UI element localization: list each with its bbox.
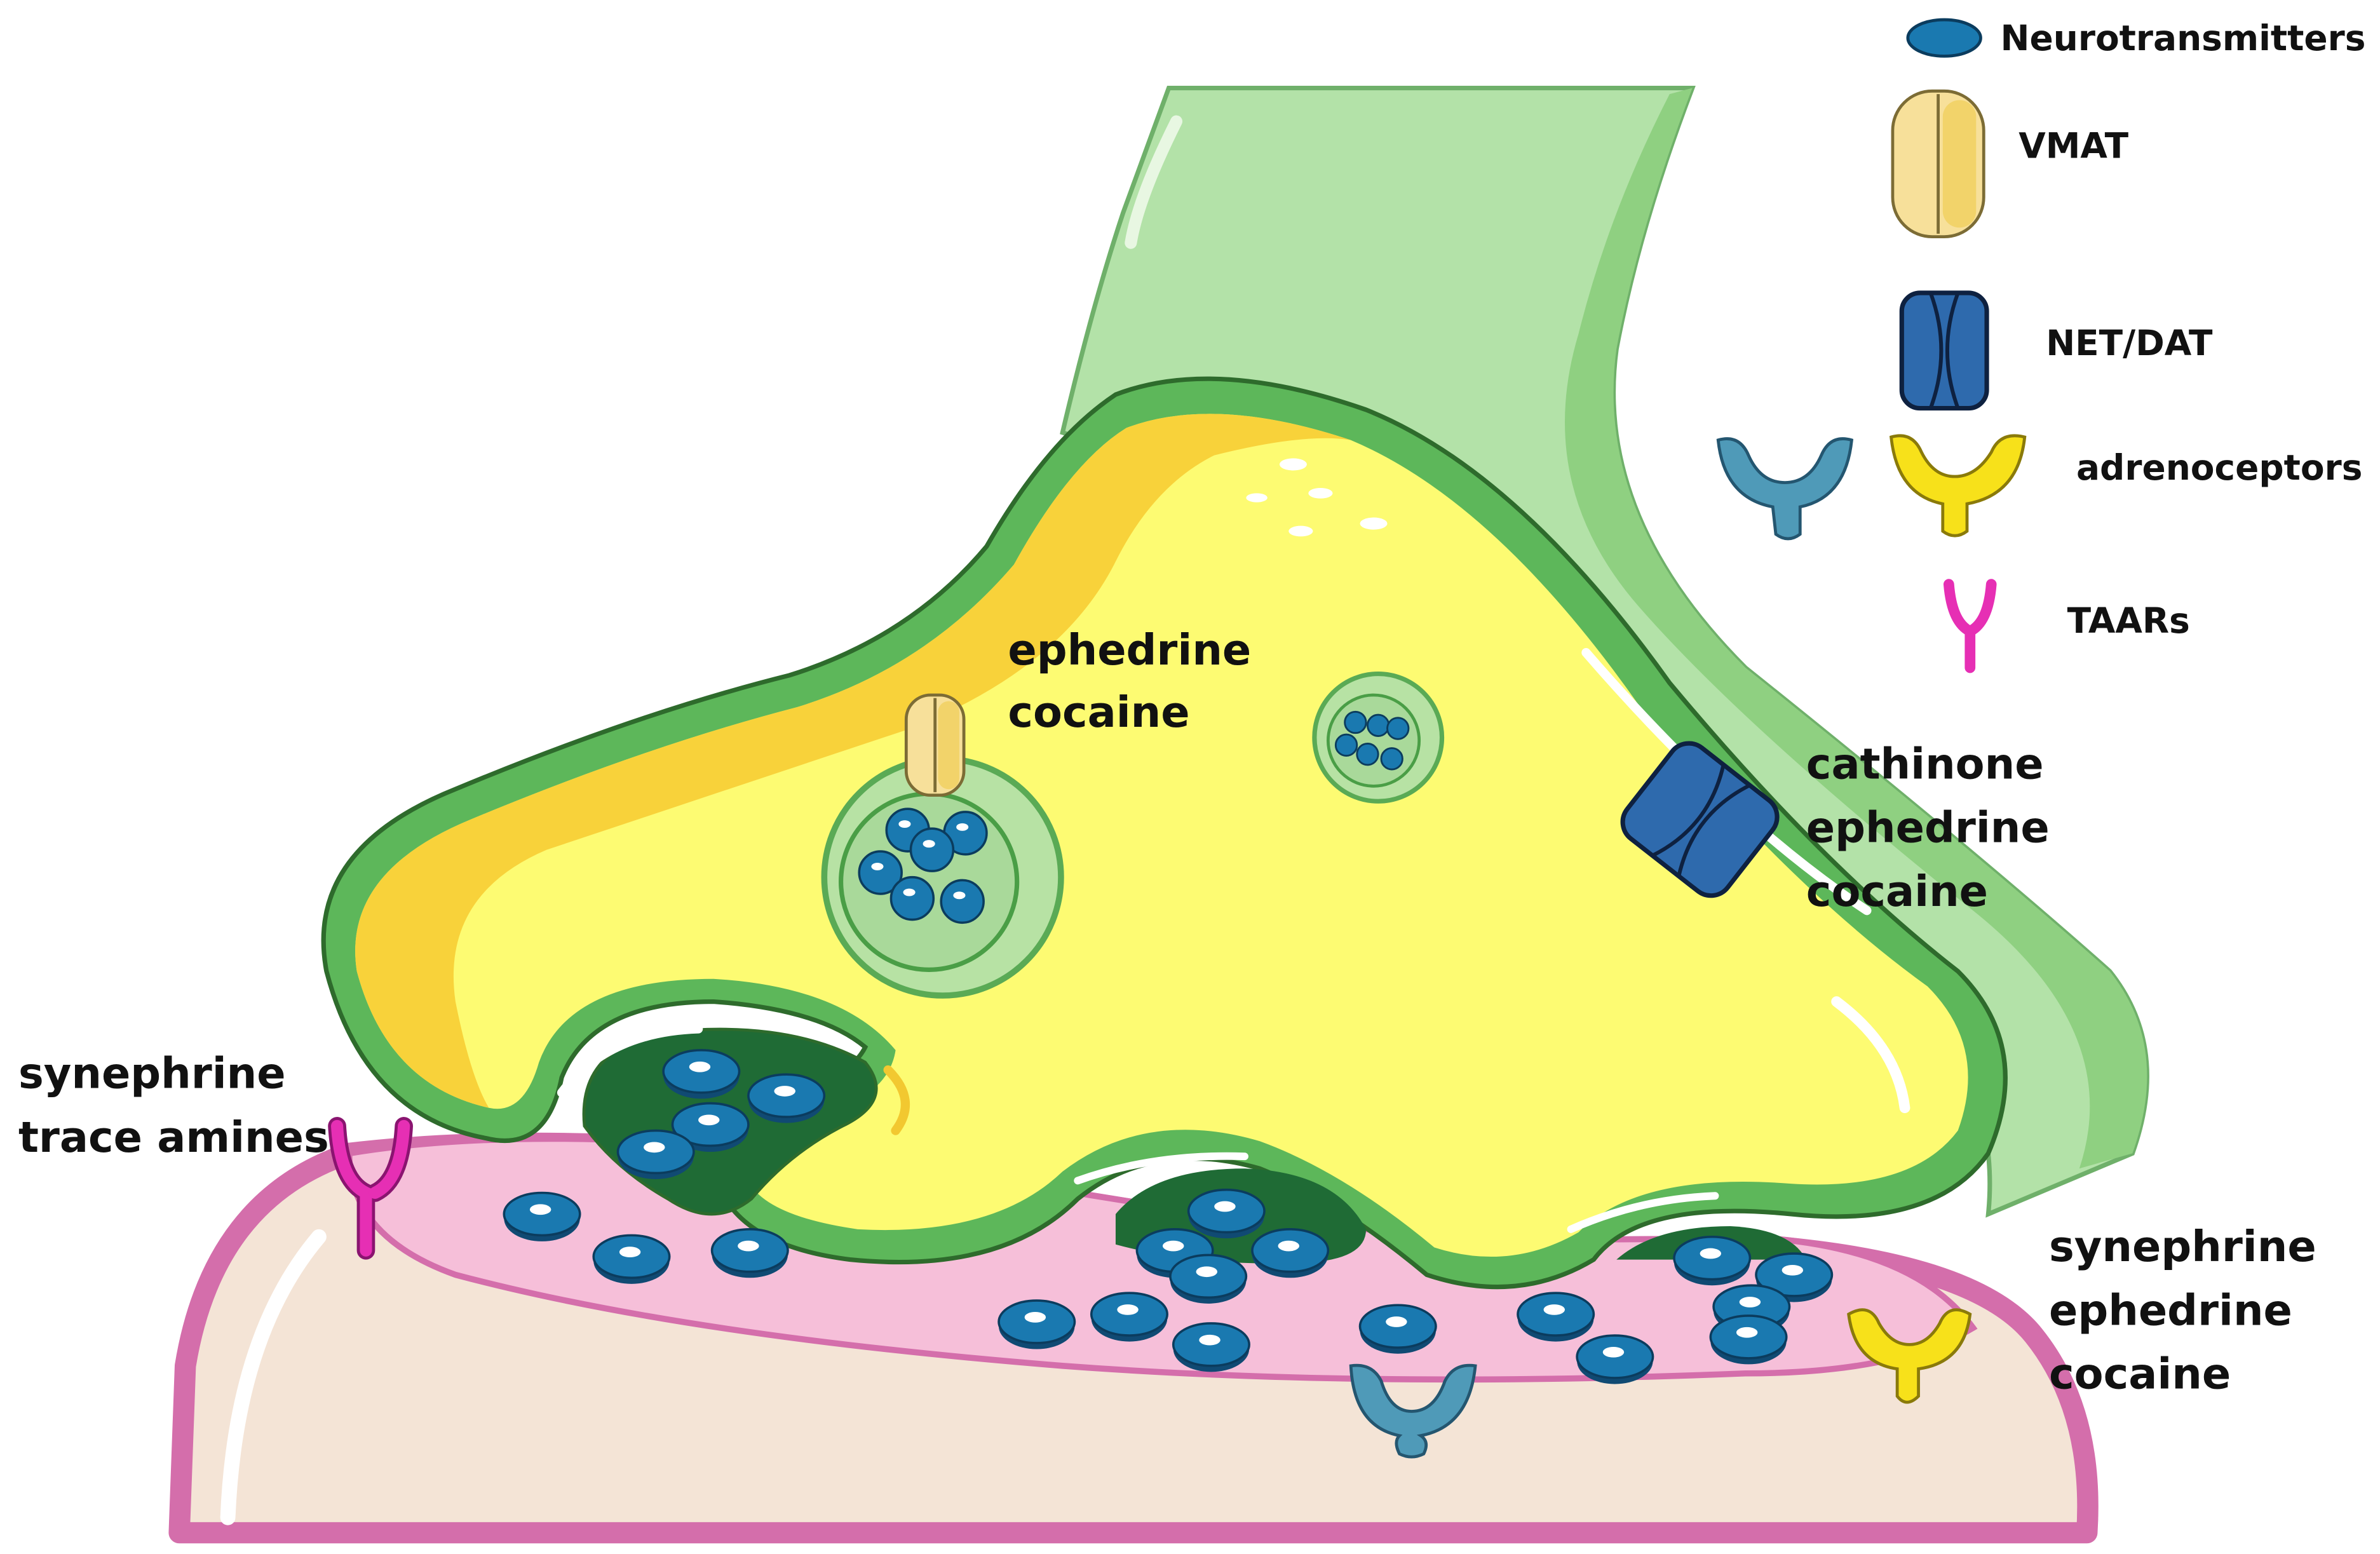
annotation-transporter-line-3: cocaine <box>1806 867 1988 916</box>
adrenoceptor-yellow-postsynaptic <box>1847 1308 1972 1404</box>
postsynaptic-highlight <box>220 1229 327 1525</box>
legend-adrenoceptor-yellow-icon <box>1889 434 2027 537</box>
adrenoceptor-blue-postsynaptic <box>1349 1363 1477 1459</box>
vmat-on-vesicle <box>904 693 966 797</box>
terminal-gold-edge <box>355 414 1351 1108</box>
legend-neurotransmitters-label: Neurotransmitters <box>2001 18 2366 58</box>
annotation-vmat-site: ephedrine cocaine <box>1008 625 1251 737</box>
terminal-highlight-mid <box>1074 1152 1248 1185</box>
legend-adrenoceptors-label: adrenoceptors <box>2076 447 2362 488</box>
net-dat-transporter <box>1620 741 1780 898</box>
annotation-transporter-site: cathinone ephedrine cocaine <box>1806 739 2050 916</box>
annotation-taar-site: synephrine trace amines <box>18 1049 329 1162</box>
taar-postsynaptic <box>328 1117 413 1260</box>
cytoplasm-specks <box>1246 458 1388 537</box>
annotation-transporter-line-1: cathinone <box>1806 739 2044 788</box>
legend-adrenoceptor-blue-icon <box>1716 437 1854 541</box>
annotation-receptor-line-2: ephedrine <box>2049 1285 2292 1335</box>
terminal-highlight-bottom-right <box>1831 996 1910 1114</box>
annotation-receptor-site: synephrine ephedrine cocaine <box>2049 1222 2316 1399</box>
legend-neurotransmitter-icon <box>1906 18 1982 58</box>
terminal-cytoplasm <box>355 414 1968 1257</box>
annotation-taar-line-1: synephrine <box>18 1049 286 1098</box>
axon-shade <box>1565 88 2147 1169</box>
legend-net-dat-label: NET/DAT <box>2046 323 2213 363</box>
annotation-receptor-line-1: synephrine <box>2049 1222 2316 1271</box>
presynaptic-terminal <box>321 376 2008 1290</box>
small-vesicle <box>1312 671 1445 804</box>
legend-vmat-icon <box>1891 89 1985 239</box>
legend-net-dat-icon <box>1899 290 1989 411</box>
axon-highlight <box>1125 115 1183 249</box>
legend: Neurotransmitters VMAT NET/DAT adrenocep… <box>1716 18 2366 673</box>
legend-vmat-label: VMAT <box>2018 125 2128 166</box>
annotation-receptor-line-3: cocaine <box>2049 1349 2231 1399</box>
annotation-transporter-line-2: ephedrine <box>1806 803 2050 853</box>
annotation-taar-line-2: trace amines <box>18 1112 329 1162</box>
legend-taars-label: TAARs <box>2067 600 2190 641</box>
annotation-vmat-line-2: cocaine <box>1008 687 1189 737</box>
terminal-highlight-bottom <box>1567 1192 1719 1233</box>
annotation-vmat-line-1: ephedrine <box>1008 625 1251 675</box>
legend-taar-icon <box>1943 579 1997 673</box>
